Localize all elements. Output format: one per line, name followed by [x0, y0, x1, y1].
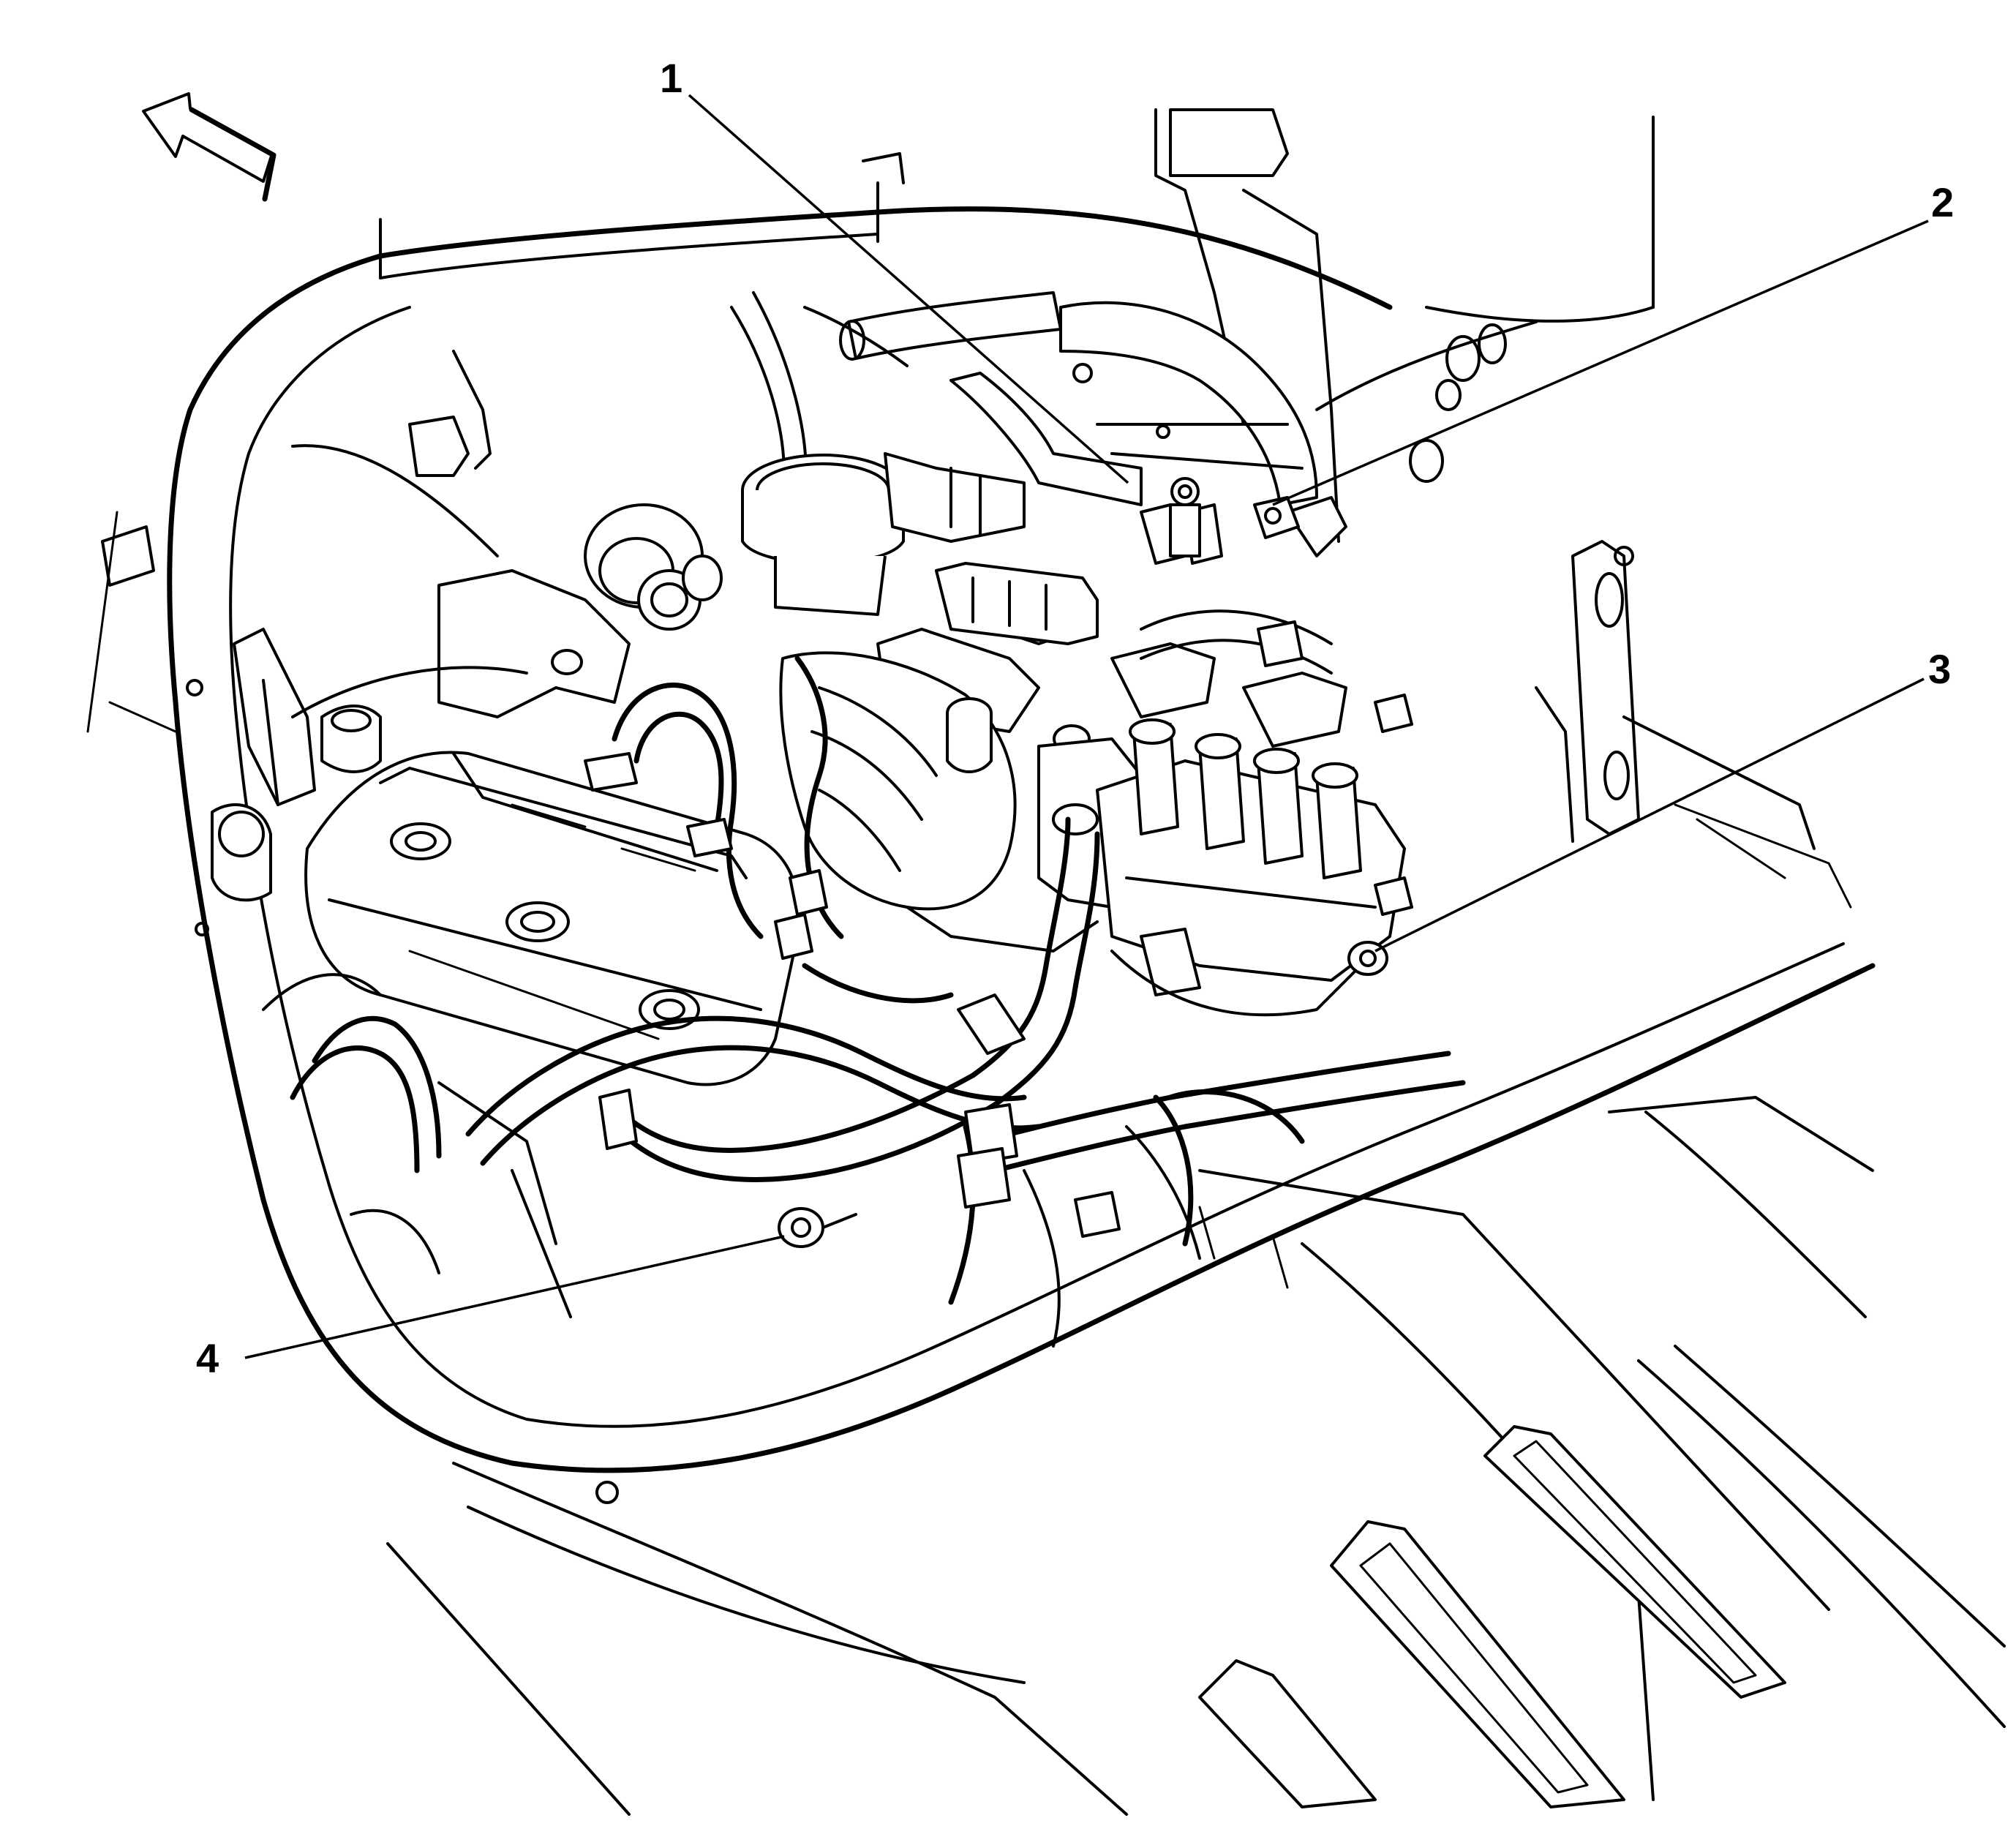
- engine-valve-cover: [304, 751, 801, 1086]
- ground-stud-1: [1169, 477, 1201, 557]
- cab-floor-panels: [386, 1096, 2006, 1816]
- fuel-rail-assembly: [1096, 609, 1413, 1017]
- callout-4: 4: [196, 1335, 219, 1381]
- leader-line-3: [1374, 677, 1925, 953]
- firewall-right-side: [1154, 108, 1852, 909]
- leader-lines: [244, 94, 1929, 1359]
- ground-fasteners: [778, 477, 1388, 1248]
- callout-1: 1: [660, 55, 682, 101]
- callout-labels: 1 2 3 4: [196, 55, 1954, 1381]
- wiring-harness-lines: [262, 655, 1466, 1348]
- callout-2: 2: [1931, 179, 1954, 225]
- intake-manifold: [584, 452, 1143, 953]
- upper-hoses: [730, 291, 1318, 506]
- leader-line-2: [1272, 219, 1929, 506]
- ground-terminal-4: [778, 1207, 857, 1248]
- leader-line-1: [688, 94, 1129, 484]
- left-harness-bracket: [211, 350, 631, 902]
- callout-3: 3: [1928, 646, 1951, 692]
- front-direction-arrow-icon: [142, 92, 277, 202]
- engine-bay-frame: [86, 152, 1876, 1504]
- leader-line-4: [244, 1235, 785, 1359]
- ground-terminal-2: [1253, 496, 1300, 539]
